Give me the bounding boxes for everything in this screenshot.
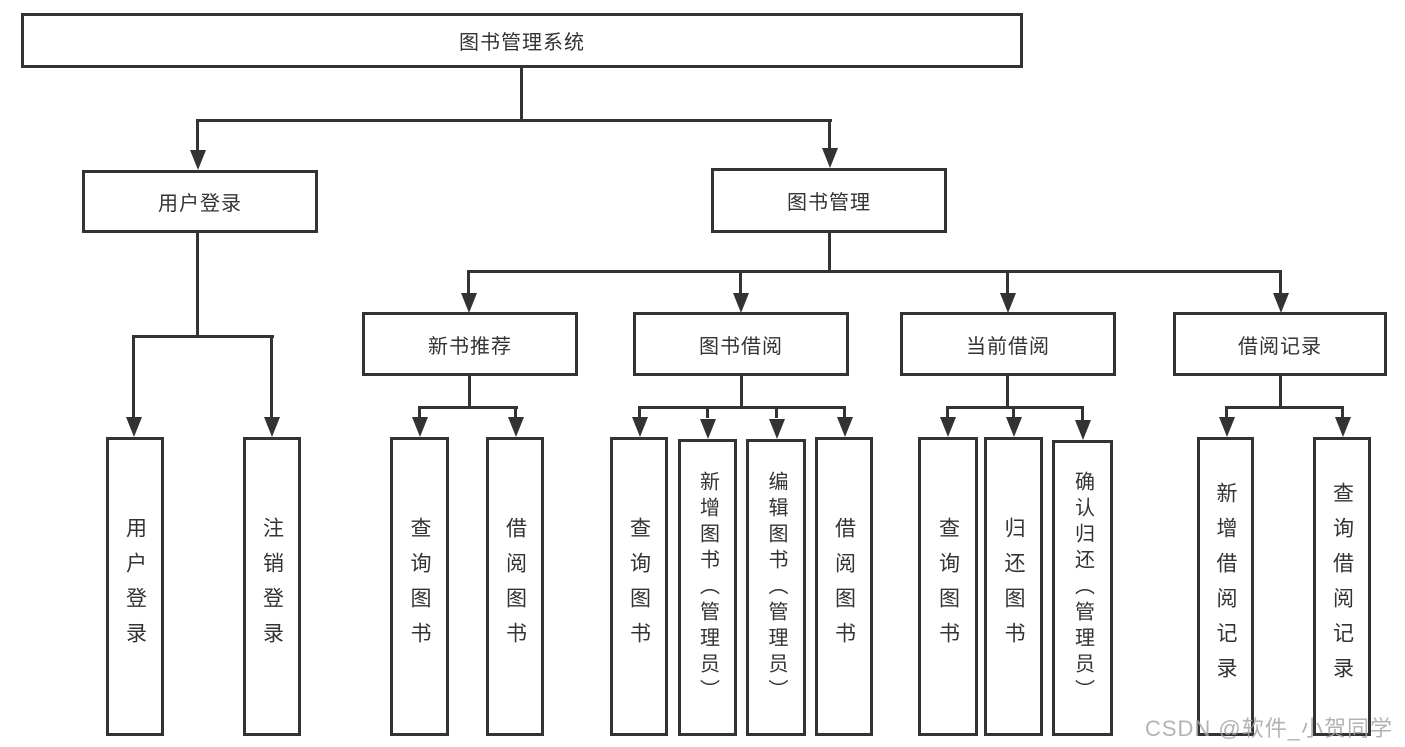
connector-line (1081, 406, 1084, 420)
connector-line (1225, 406, 1228, 418)
node-current-borrow-label: 当前借阅 (966, 335, 1050, 358)
connector-line (739, 270, 742, 294)
leaf-bb-edit-books-label: 编辑图书（管理员） (765, 470, 787, 705)
connector-line (1225, 406, 1344, 409)
connector-line (843, 406, 846, 418)
leaf-br-query-record: 查询借阅记录 (1313, 437, 1371, 736)
arrowhead-icon (822, 148, 838, 168)
node-book-mgmt-label: 图书管理 (787, 192, 871, 214)
connector-line (946, 406, 949, 418)
leaf-bb-query-books-label: 查询图书 (627, 516, 651, 657)
node-book-borrow-label: 图书借阅 (699, 335, 783, 358)
node-book-borrow: 图书借阅 (633, 312, 849, 376)
arrowhead-icon (1219, 417, 1235, 437)
leaf-cb-query-books: 查询图书 (918, 437, 978, 736)
connector-line (196, 119, 199, 151)
arrowhead-icon (1335, 417, 1351, 437)
connector-line (638, 406, 641, 418)
arrowhead-icon (1006, 417, 1022, 437)
leaf-br-add-record-label: 新增借阅记录 (1214, 481, 1237, 692)
connector-line (467, 270, 1282, 273)
leaf-rec-borrow-books: 借阅图书 (486, 437, 544, 736)
leaf-bb-add-books-label: 新增图书（管理员） (696, 470, 719, 705)
leaf-logout: 注销登录 (243, 437, 301, 736)
connector-line (946, 406, 1084, 409)
leaf-rec-borrow-books-label: 借阅图书 (503, 516, 527, 657)
leaf-rec-query-books-label: 查询图书 (408, 516, 431, 657)
connector-line (1279, 270, 1282, 294)
leaf-cb-return-books: 归还图书 (984, 437, 1043, 736)
connector-line (132, 335, 274, 338)
arrowhead-icon (1075, 420, 1091, 440)
connector-line (1279, 376, 1282, 409)
leaf-cb-return-books-label: 归还图书 (1002, 516, 1025, 657)
connector-line (740, 376, 743, 409)
leaf-bb-query-books: 查询图书 (610, 437, 668, 736)
leaf-user-login: 用户登录 (106, 437, 164, 736)
leaf-rec-query-books: 查询图书 (390, 437, 449, 736)
arrowhead-icon (700, 419, 716, 439)
watermark: CSDN @软件_小贺同学 (1144, 716, 1393, 741)
node-borrow-records: 借阅记录 (1173, 312, 1387, 376)
connector-line (514, 406, 517, 418)
leaf-cb-query-books-label: 查询图书 (936, 516, 960, 657)
connector-line (828, 119, 831, 149)
connector-line (638, 406, 846, 409)
arrowhead-icon (1273, 293, 1289, 313)
arrowhead-icon (837, 417, 853, 437)
connector-line (418, 406, 421, 418)
node-book-mgmt: 图书管理 (711, 168, 947, 233)
connector-line (418, 406, 518, 409)
arrowhead-icon (412, 417, 428, 437)
leaf-bb-edit-books: 编辑图书（管理员） (746, 439, 806, 736)
arrowhead-icon (1000, 293, 1016, 313)
connector-line (1341, 406, 1344, 418)
arrowhead-icon (264, 417, 280, 437)
leaf-br-add-record: 新增借阅记录 (1197, 437, 1254, 736)
arrowhead-icon (126, 417, 142, 437)
node-root: 图书管理系统 (21, 13, 1023, 68)
arrowhead-icon (733, 293, 749, 313)
connector-line (828, 233, 831, 273)
leaf-bb-add-books: 新增图书（管理员） (678, 439, 737, 736)
arrowhead-icon (461, 293, 477, 313)
connector-line (196, 233, 199, 338)
node-new-book-rec: 新书推荐 (362, 312, 578, 376)
node-new-book-rec-label: 新书推荐 (428, 335, 512, 358)
arrowhead-icon (940, 417, 956, 437)
connector-line (1006, 270, 1009, 294)
leaf-cb-confirm-return: 确认归还（管理员） (1052, 440, 1113, 736)
node-user-login: 用户登录 (82, 170, 318, 233)
leaf-cb-confirm-return-label: 确认归还（管理员） (1071, 471, 1094, 705)
connector-line (1012, 406, 1015, 418)
node-borrow-records-label: 借阅记录 (1238, 335, 1322, 358)
connector-line (706, 406, 709, 418)
leaf-bb-borrow-books-label: 借阅图书 (832, 516, 856, 657)
connector-line (270, 335, 273, 418)
connector-line (520, 68, 523, 122)
leaf-br-query-record-label: 查询借阅记录 (1330, 481, 1354, 692)
leaf-bb-borrow-books: 借阅图书 (815, 437, 873, 736)
arrowhead-icon (190, 150, 206, 170)
connector-line (132, 335, 135, 418)
arrowhead-icon (769, 419, 785, 439)
node-current-borrow: 当前借阅 (900, 312, 1116, 376)
connector-line (196, 119, 832, 122)
node-root-label: 图书管理系统 (459, 32, 585, 54)
leaf-user-login-label: 用户登录 (123, 516, 147, 657)
arrowhead-icon (508, 417, 524, 437)
connector-line (1006, 376, 1009, 409)
connector-line (468, 376, 471, 409)
leaf-logout-label: 注销登录 (260, 516, 284, 657)
node-user-login-label: 用户登录 (158, 193, 242, 215)
arrowhead-icon (632, 417, 648, 437)
connector-line (775, 406, 778, 418)
connector-line (467, 270, 470, 294)
